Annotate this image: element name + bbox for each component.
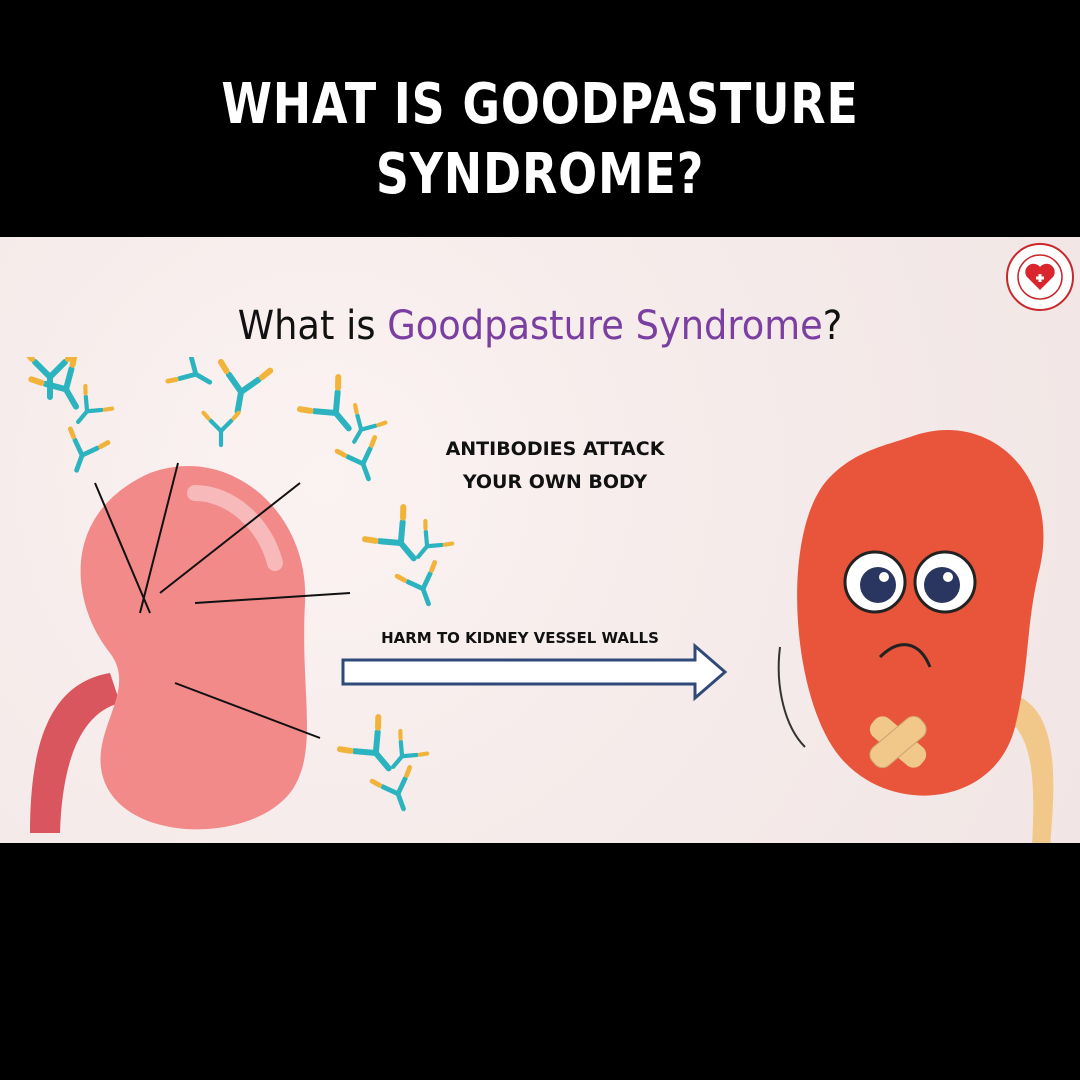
antibodies-label-line-2: YOUR OWN BODY (462, 471, 648, 493)
slide-title: What is Goodpasture Syndrome? (43, 303, 1037, 349)
antibodies-label-line-1: ANTIBODIES ATTACK (445, 438, 665, 460)
antibodies-label: ANTIBODIES ATTACK YOUR OWN BODY (410, 433, 700, 499)
sad-kidney-illustration (777, 429, 1054, 843)
antibodies-illustration (26, 357, 490, 817)
harm-label: HARM TO KIDNEY VESSEL WALLS (381, 629, 659, 647)
title-prefix: What is (237, 303, 388, 349)
title-suffix: ? (822, 303, 843, 349)
headline-line-1: WHAT IS GOODPASTURE (221, 72, 859, 137)
right-arrow-icon (341, 642, 728, 702)
headline-line-2: SYNDROME? (375, 142, 705, 207)
kidney-illustration-pierced (30, 462, 351, 833)
title-highlight: Goodpasture Syndrome (387, 303, 823, 349)
slide: What is Goodpasture Syndrome? (0, 237, 1080, 843)
logo-seal-icon (1006, 243, 1074, 311)
headline: WHAT IS GOODPASTURE SYNDROME? (97, 70, 983, 210)
